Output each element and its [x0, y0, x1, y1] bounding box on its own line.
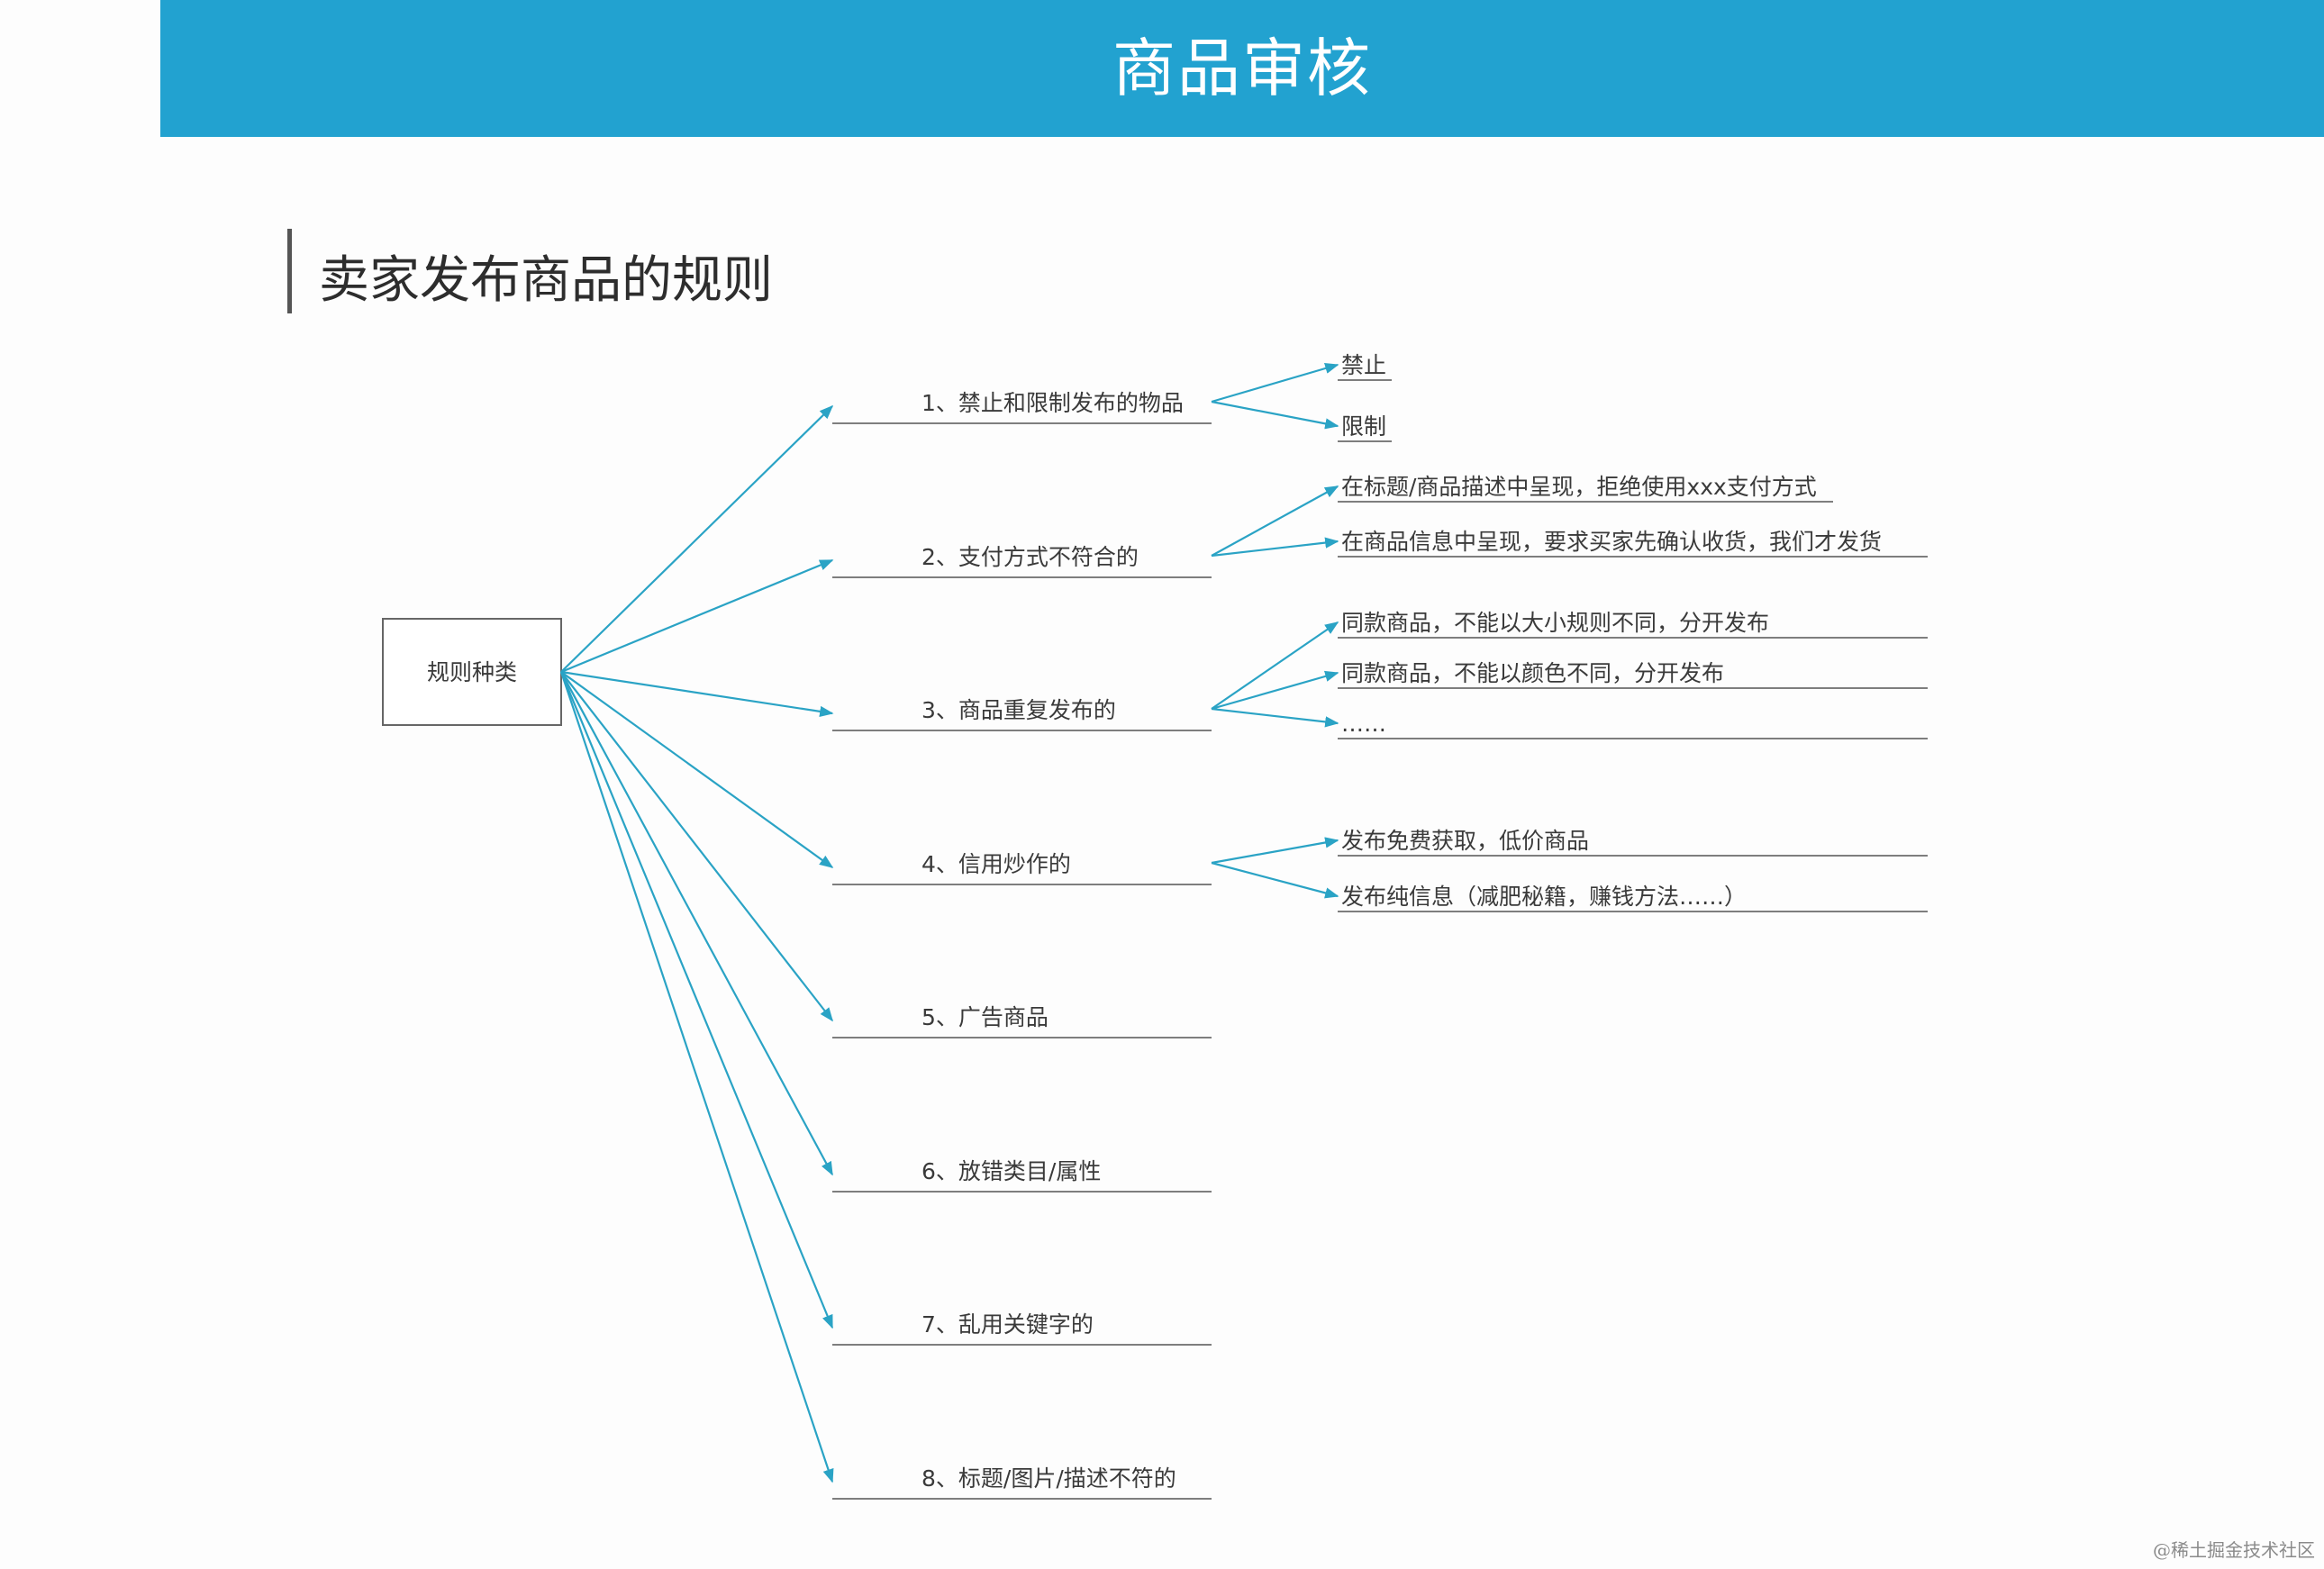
child-label: 同款商品，不能以颜色不同，分开发布 — [1341, 660, 1724, 686]
child-connector — [1211, 485, 1339, 557]
child-connector — [1211, 537, 1339, 558]
child-label: 发布免费获取，低价商品 — [1341, 828, 1589, 854]
section-accent-bar — [287, 229, 292, 313]
branch-label: 4、信用炒作的 — [921, 851, 1071, 877]
branch-connector — [560, 671, 834, 868]
branch-connector — [560, 404, 834, 673]
branch-label: 1、禁止和限制发布的物品 — [921, 390, 1184, 416]
child-label: …… — [1341, 711, 1386, 737]
branch-label: 2、支付方式不符合的 — [921, 544, 1139, 570]
branch-connector — [560, 558, 834, 674]
child-connector — [1211, 400, 1339, 430]
child-label: 在标题/商品描述中呈现，拒绝使用xxx支付方式 — [1341, 474, 1817, 500]
branch-label: 8、标题/图片/描述不符的 — [921, 1465, 1176, 1492]
branch-connector — [560, 670, 834, 717]
branch-connector — [559, 671, 834, 1329]
child-label: 在商品信息中呈现，要求买家先确认收货，我们才发货 — [1341, 529, 1882, 555]
child-label: 同款商品，不能以大小规则不同，分开发布 — [1341, 610, 1769, 636]
child-connector — [1211, 362, 1339, 404]
child-connector — [1211, 707, 1339, 728]
branch-connector — [560, 671, 833, 1022]
watermark: @稀土掘金技术社区 — [2153, 1539, 2315, 1561]
branch-label: 7、乱用关键字的 — [921, 1311, 1094, 1338]
child-connector — [1211, 837, 1339, 865]
section-title: 卖家发布商品的规则 — [319, 251, 773, 310]
branch-label: 6、放错类目/属性 — [921, 1158, 1101, 1184]
root-node-label: 规则种类 — [427, 659, 517, 685]
page-title: 商品审核 — [1112, 32, 1372, 105]
child-connector — [1211, 621, 1339, 710]
child-label: 禁止 — [1341, 352, 1386, 378]
branch-connector — [559, 671, 834, 1483]
child-connector — [1211, 861, 1339, 899]
child-label: 发布纯信息（减肥秘籍，赚钱方法……） — [1341, 884, 1747, 910]
child-connector — [1211, 670, 1339, 711]
branch-connector — [560, 671, 833, 1176]
child-label: 限制 — [1341, 413, 1386, 440]
root-node-box — [382, 618, 562, 726]
branch-label: 3、商品重复发布的 — [921, 697, 1116, 723]
header-banner: 商品审核 — [160, 0, 2324, 137]
branch-label: 5、广告商品 — [921, 1004, 1049, 1030]
